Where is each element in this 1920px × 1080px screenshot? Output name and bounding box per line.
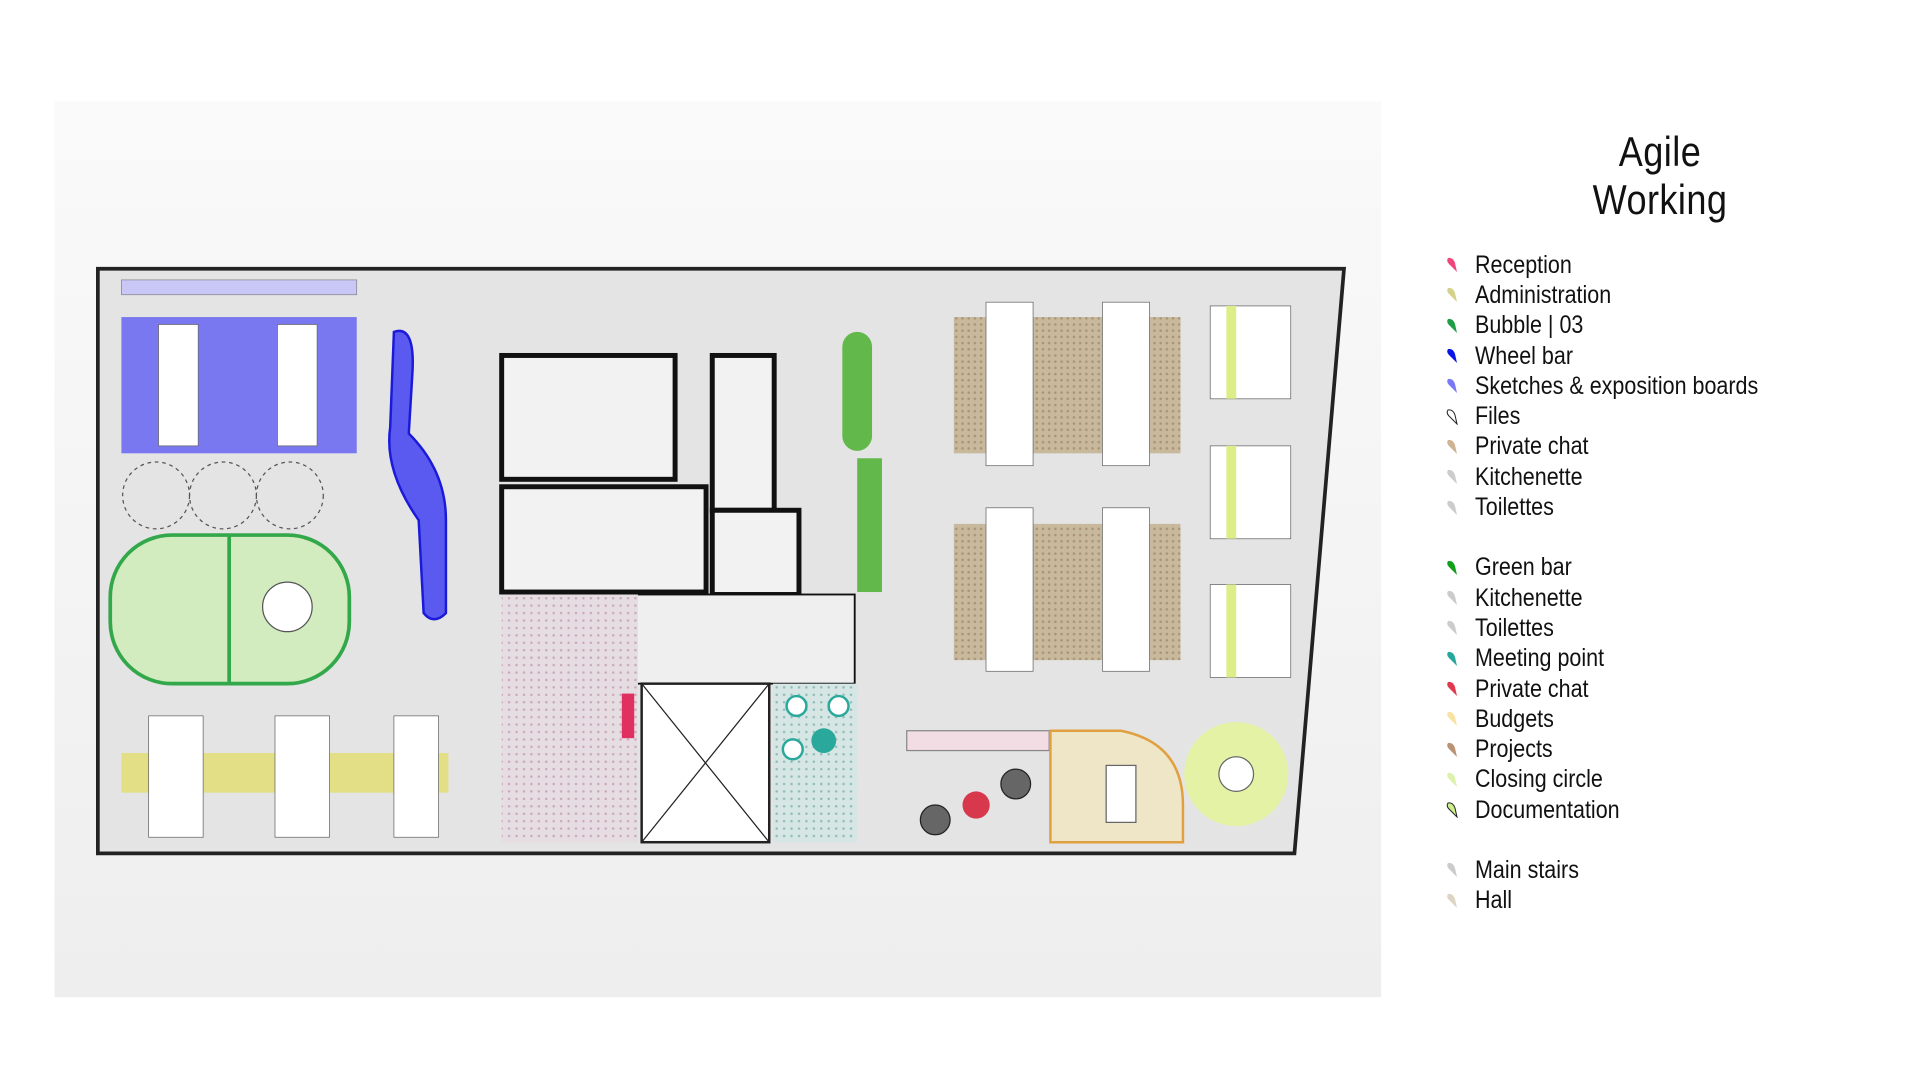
page-title: Agile Working (1592, 128, 1728, 223)
legend-marker-icon (1447, 348, 1457, 364)
legend-label: Main stairs (1475, 855, 1579, 884)
zone-sketches (121, 317, 357, 454)
zone-reception (501, 594, 638, 843)
legend-marker-icon (1447, 712, 1457, 727)
legend-label: Wheel bar (1475, 341, 1573, 370)
legend-item: Main stairs (1446, 855, 1804, 885)
legend-label: Kitchenette (1475, 583, 1583, 612)
legend-marker-icon (1447, 863, 1457, 878)
legend-marker-icon (1447, 590, 1457, 606)
zone-green-bar (842, 331, 873, 451)
legend-item: Budgets (1446, 704, 1804, 734)
legend-marker-icon (1447, 681, 1457, 696)
legend-label: Meeting point (1475, 644, 1605, 673)
legend-marker-icon (1447, 500, 1457, 515)
legend-marker-icon (1447, 379, 1457, 394)
legend-label: Bubble | 03 (1475, 311, 1584, 340)
legend-item: Projects (1446, 734, 1804, 764)
core-stairs (499, 484, 709, 595)
legend-item: Green bar (1446, 553, 1804, 583)
legend-item: Kitchenette (1446, 583, 1804, 613)
legend-label: Private chat (1475, 432, 1589, 461)
legend-marker-icon (1447, 621, 1457, 636)
legend-marker-icon (1447, 772, 1457, 787)
legend-marker-icon (1446, 408, 1458, 425)
legend-item: Sketches & exposition boards (1446, 371, 1804, 401)
legend-item: Reception (1446, 250, 1804, 280)
legend-item: Wheel bar (1446, 341, 1804, 371)
legend-marker-icon (1446, 802, 1458, 819)
legend-label: Sketches & exposition boards (1475, 371, 1759, 400)
legend-item: Meeting point (1446, 644, 1804, 674)
legend-label: Toilettes (1475, 613, 1554, 642)
legend-label: Green bar (1475, 553, 1572, 582)
legend-item: Closing circle (1446, 765, 1804, 795)
legend-item: Administration (1446, 280, 1804, 310)
legend-label: Closing circle (1475, 765, 1603, 794)
legend-item: Files (1446, 401, 1804, 431)
legend-label: Private chat (1475, 674, 1589, 703)
zone-wheel-bar (388, 329, 448, 621)
legend-item: Documentation (1446, 795, 1804, 825)
legend-label: Toilettes (1475, 493, 1554, 522)
legend-item: Kitchenette (1446, 462, 1804, 492)
legend-label: Budgets (1475, 704, 1554, 733)
legend-label: Documentation (1475, 795, 1620, 824)
legend-item: Hall (1446, 886, 1804, 916)
legend-marker-icon (1447, 742, 1457, 757)
legend-marker-icon (1447, 257, 1457, 273)
legend-marker-icon (1447, 893, 1457, 908)
zone-private-chat (962, 791, 990, 819)
legend-label: Projects (1475, 735, 1553, 764)
legend-label: Hall (1475, 886, 1513, 915)
legend-label: Files (1475, 402, 1521, 431)
legend-label: Administration (1475, 280, 1612, 309)
core-toilettes (499, 352, 678, 482)
legend-label: Kitchenette (1475, 462, 1583, 491)
legend-item: Toilettes (1446, 492, 1804, 522)
legend-item: Private chat (1446, 432, 1804, 462)
legend-marker-icon (1447, 318, 1457, 333)
legend-item: Toilettes (1446, 613, 1804, 643)
legend-marker-icon (1447, 288, 1457, 303)
legend-marker-icon (1447, 470, 1457, 485)
legend-label: Reception (1475, 250, 1572, 279)
legend-marker-icon (1447, 651, 1457, 666)
legend-marker-icon (1447, 439, 1457, 454)
legend-marker-icon (1447, 560, 1457, 575)
legend-item: Private chat (1446, 674, 1804, 704)
legend-item: Bubble | 03 (1446, 311, 1804, 341)
